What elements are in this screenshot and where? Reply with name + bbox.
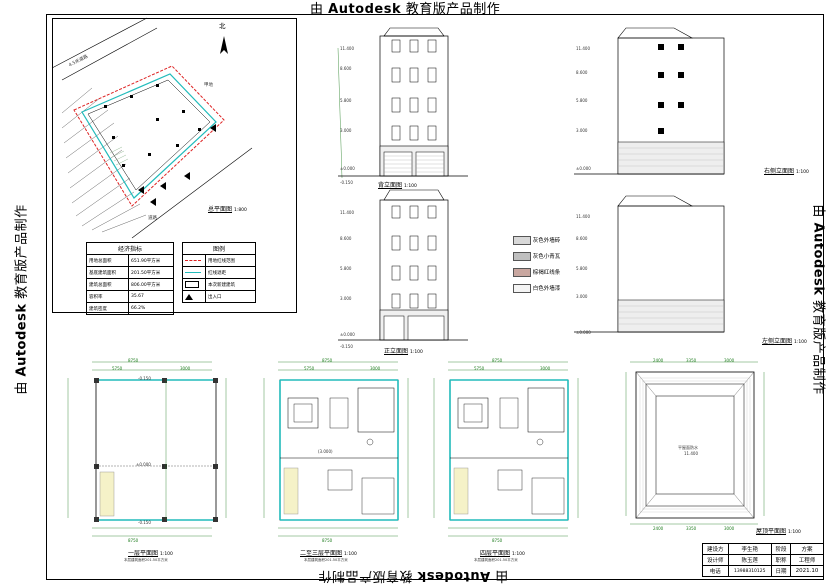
- material-legend: 灰色外墙砖 灰色小青瓦 棕褐红线条 白色外墙漆: [513, 236, 560, 300]
- left-elevation-drawing: [574, 195, 725, 333]
- left-elevation-title: 左侧立面图 1:100: [762, 338, 807, 345]
- first-floor-plan-title: 一层平面图 1:100: [128, 550, 173, 557]
- first-floor-plan-drawing: [67, 361, 227, 537]
- building-icon: [185, 281, 199, 288]
- setback-line-icon: [185, 272, 201, 273]
- material-swatch: [513, 236, 531, 245]
- fourth-floor-plan-title: 四层平面图 1:100: [480, 550, 525, 557]
- table-row: 红线退距: [182, 266, 256, 279]
- table-row: 建设方李生艳阶段方案: [702, 543, 824, 555]
- legend-table-header: 图例: [182, 242, 256, 255]
- watermark-top: 由 Autodesk 教育版产品制作: [310, 2, 501, 17]
- list-item: 灰色小青瓦: [513, 252, 560, 268]
- front-elevation-drawing: [338, 189, 468, 341]
- table-row: 本次新建建筑: [182, 278, 256, 291]
- watermark-left: 由 Autodesk 教育版产品制作: [14, 204, 30, 395]
- right-elevation-drawing: [574, 27, 725, 175]
- roof-plan-title: 屋顶平面图 1:100: [756, 528, 801, 535]
- right-elevation-title: 右侧立面图 1:100: [764, 168, 809, 175]
- red-line-icon: [185, 260, 201, 261]
- second-floor-plan-drawing: [263, 361, 409, 537]
- side-label: 甲地: [204, 83, 213, 88]
- legend-table: 图例 用地红线范围 红线退距 本次新建建筑 出入口: [182, 242, 256, 303]
- entrance-icon: [185, 293, 193, 300]
- north-label: 北: [219, 22, 226, 30]
- back-elevation-drawing: [337, 27, 468, 179]
- roof-plan-drawing: [625, 361, 765, 525]
- list-item: 白色外墙漆: [513, 284, 560, 300]
- site-plan-title: 总平面图 1:800: [208, 206, 247, 213]
- back-elevation-title: 背立面图 1:100: [378, 182, 417, 189]
- list-item: 棕褐红线条: [513, 268, 560, 284]
- drawing-sheet: [46, 14, 824, 580]
- site-plan-panel: [52, 18, 297, 313]
- site-plan-drawing: [51, 17, 253, 239]
- list-item: 灰色外墙砖: [513, 236, 560, 252]
- material-swatch: [513, 284, 531, 293]
- road-bottom-label: 道路: [148, 216, 157, 221]
- material-swatch: [513, 268, 531, 277]
- table-row: 用地红线范围: [182, 254, 256, 267]
- material-swatch: [513, 252, 531, 261]
- fourth-floor-plan-drawing: [433, 361, 579, 537]
- table-row: 出入口: [182, 290, 256, 303]
- table-row: 设计师陈玉莲职称工程师: [702, 554, 824, 566]
- front-elevation-title: 正立面图 1:100: [384, 348, 423, 355]
- second-floor-plan-title: 二至三层平面图 1:100: [300, 550, 357, 557]
- tech-table-header: 经济指标: [86, 242, 174, 255]
